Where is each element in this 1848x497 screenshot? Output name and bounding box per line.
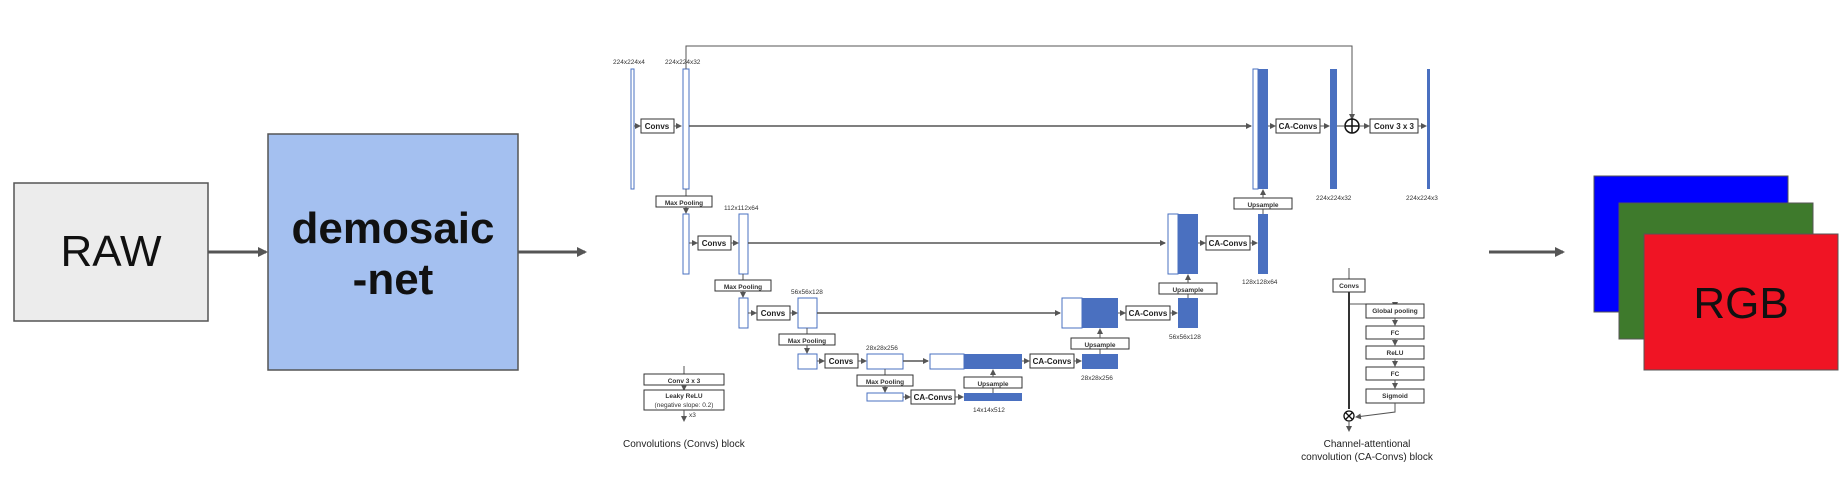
feature-l2-in bbox=[682, 213, 690, 275]
maxpool-label-3: Max Pooling bbox=[788, 338, 826, 345]
legend-relu-note: (negative slope: 0.2) bbox=[655, 402, 714, 409]
demosaic-net-box bbox=[267, 133, 519, 371]
conv3x3-label-out: Conv 3 x 3 bbox=[1374, 122, 1415, 131]
rgb-red-layer bbox=[1643, 233, 1839, 371]
feature-dec2-skip bbox=[1167, 213, 1179, 275]
feature-enc3 bbox=[797, 297, 818, 329]
ca-convs-label-dec3: CA-Convs bbox=[1129, 309, 1168, 318]
feature-dec2-up bbox=[1178, 214, 1198, 274]
feature-dec3-skip bbox=[1061, 297, 1083, 329]
feature-dec3-up bbox=[1082, 298, 1118, 328]
maxpool-label-4: Max Pooling bbox=[866, 379, 904, 386]
feature-dec1-skip bbox=[1252, 68, 1259, 190]
legend-ca-caption-2: convolution (CA-Convs) block bbox=[1301, 452, 1434, 463]
feature-enc1 bbox=[682, 68, 690, 190]
ca-convs-label-dec4: CA-Convs bbox=[1033, 357, 1072, 366]
convs-label-l2: Convs bbox=[702, 239, 727, 248]
multiply-icon bbox=[1343, 410, 1355, 422]
demosaic-net-label-line1: demosaic bbox=[292, 204, 495, 253]
legend-ca-return bbox=[1355, 403, 1396, 420]
feature-output bbox=[1427, 69, 1430, 189]
upsample-label-3: Upsample bbox=[1084, 342, 1115, 349]
dim-dec2: 128x128x64 bbox=[1242, 279, 1278, 286]
convs-label-l1: Convs bbox=[645, 122, 670, 131]
dim-bottom: 14x14x512 bbox=[973, 407, 1005, 414]
feature-dec1-up bbox=[1258, 69, 1268, 189]
maxpool-label-1: Max Pooling bbox=[665, 200, 703, 207]
legend-fc1-label: FC bbox=[1391, 330, 1400, 337]
dim-enc4: 28x28x256 bbox=[866, 345, 898, 352]
feature-dec4-skip bbox=[929, 353, 965, 370]
feature-bottom-in bbox=[866, 392, 904, 402]
raw-label: RAW bbox=[60, 227, 161, 276]
ca-convs-label-dec2: CA-Convs bbox=[1209, 239, 1248, 248]
upsample-label-4: Upsample bbox=[977, 381, 1008, 388]
dim-dec3: 56x56x128 bbox=[1169, 334, 1201, 341]
upsample-label-1: Upsample bbox=[1247, 202, 1278, 209]
dim-enc1: 224x224x32 bbox=[665, 59, 701, 66]
feature-bottom bbox=[964, 393, 1022, 401]
dim-input: 224x224x4 bbox=[613, 59, 645, 66]
legend-conv3x3-label: Conv 3 x 3 bbox=[668, 378, 701, 385]
upsample-label-2: Upsample bbox=[1172, 287, 1203, 294]
feature-dec4-up bbox=[964, 354, 1022, 369]
maxpool-label-2: Max Pooling bbox=[724, 284, 762, 291]
rgb-label: RGB bbox=[1693, 279, 1788, 328]
legend-repeat: x3 bbox=[689, 412, 696, 419]
dim-enc2: 112x112x64 bbox=[724, 205, 759, 212]
legend-ca-caption-1: Channel-attentional bbox=[1324, 439, 1411, 450]
convs-label-l4: Convs bbox=[829, 357, 854, 366]
feature-l3-in bbox=[738, 297, 749, 329]
demosaic-net-label-line2: -net bbox=[353, 255, 434, 304]
legend-convs-caption: Convolutions (Convs) block bbox=[623, 439, 746, 450]
skip-global bbox=[685, 45, 1355, 120]
feature-input bbox=[630, 68, 635, 190]
convs-label-l3: Convs bbox=[761, 309, 786, 318]
legend-gp-label: Global pooling bbox=[1372, 308, 1418, 315]
legend-sigmoid-label: Sigmoid bbox=[1382, 393, 1408, 400]
legend-ca-convs-label: Convs bbox=[1339, 283, 1359, 290]
raw-box bbox=[13, 182, 209, 322]
feature-l4-in bbox=[797, 353, 818, 370]
feature-enc4 bbox=[866, 353, 904, 370]
dim-output: 224x224x3 bbox=[1406, 195, 1438, 202]
dim-dec1: 224x224x32 bbox=[1316, 195, 1352, 202]
dim-dec4: 28x28x256 bbox=[1081, 375, 1113, 382]
feature-dec1 bbox=[1330, 69, 1337, 189]
maxpool-box-1 bbox=[655, 195, 713, 208]
legend-relu2-label: ReLU bbox=[1387, 350, 1404, 357]
legend-fc2-label: FC bbox=[1391, 371, 1400, 378]
dim-enc3: 56x56x128 bbox=[791, 289, 823, 296]
ca-convs-label-dec1: CA-Convs bbox=[1279, 122, 1318, 131]
feature-dec3 bbox=[1178, 298, 1198, 328]
plus-icon bbox=[1344, 118, 1360, 134]
feature-dec2 bbox=[1258, 214, 1268, 274]
feature-dec4 bbox=[1082, 354, 1118, 369]
ca-convs-label-bottom: CA-Convs bbox=[914, 393, 953, 402]
legend-relu-label: Leaky ReLU bbox=[665, 393, 703, 400]
feature-enc2 bbox=[738, 213, 749, 275]
